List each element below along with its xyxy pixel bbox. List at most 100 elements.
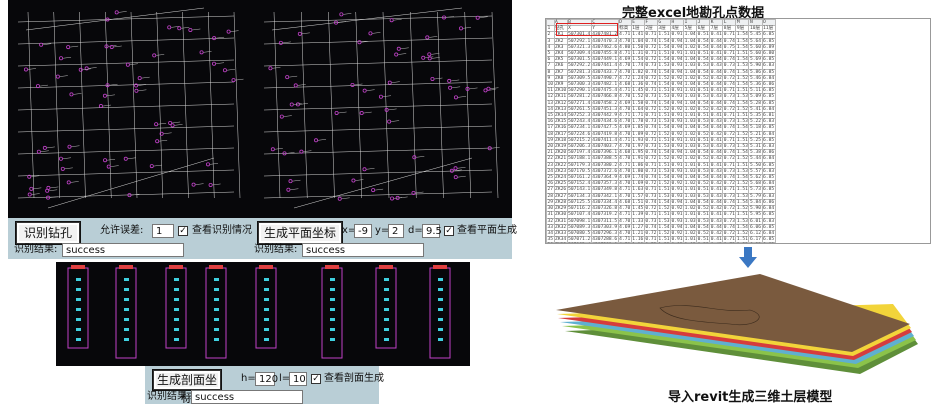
- table-cell[interactable]: 1.01: [683, 186, 698, 194]
- borehole-marker[interactable]: [270, 147, 275, 152]
- table-cell[interactable]: 5.60: [748, 43, 763, 52]
- borehole-marker[interactable]: [362, 88, 367, 93]
- table-cell[interactable]: 1.41: [630, 31, 645, 39]
- table-cell[interactable]: 507292.1: [566, 37, 592, 45]
- table-cell[interactable]: 1.03: [683, 143, 698, 151]
- table-cell[interactable]: 1.54: [735, 174, 750, 182]
- table-cell[interactable]: 0.74: [722, 99, 737, 107]
- table-cell[interactable]: 1.53: [735, 93, 750, 101]
- table-cell[interactable]: 0.74: [643, 124, 658, 132]
- table-cell[interactable]: 23: [546, 161, 555, 169]
- table-cell[interactable]: 1.80: [630, 167, 645, 176]
- table-cell[interactable]: 0.53: [696, 143, 711, 151]
- table-cell[interactable]: 1.04: [683, 81, 698, 89]
- table-cell[interactable]: 5.11: [748, 87, 763, 95]
- table-cell[interactable]: ZK15: [553, 118, 568, 126]
- table-cell[interactable]: 4307403.7: [590, 143, 619, 151]
- table-cell[interactable]: 5.95: [748, 211, 763, 219]
- column-header[interactable]: I: [683, 19, 698, 27]
- table-cell[interactable]: 0.53: [696, 167, 711, 176]
- table-cell[interactable]: 5.25: [748, 136, 763, 145]
- table-cell[interactable]: 0.93: [669, 143, 685, 151]
- borehole-marker[interactable]: [362, 167, 367, 172]
- table-cell[interactable]: 507252.3: [566, 112, 592, 120]
- result-field-section[interactable]: success: [191, 390, 303, 404]
- table-cell[interactable]: 4307319.2: [590, 211, 619, 219]
- table-cell[interactable]: 0.94: [669, 198, 685, 207]
- table-cell[interactable]: 0.41: [709, 186, 724, 194]
- table-cell[interactable]: 1.03: [683, 118, 698, 126]
- table-cell[interactable]: 6.85: [761, 136, 776, 145]
- table-cell[interactable]: 0.93: [669, 93, 685, 101]
- table-cell[interactable]: 1.51: [735, 112, 750, 120]
- table-cell[interactable]: 0.41: [709, 49, 724, 58]
- table-cell[interactable]: 0.41: [709, 136, 724, 145]
- table-cell[interactable]: 0.54: [696, 43, 711, 52]
- table-cell[interactable]: 4.70: [617, 130, 632, 138]
- table-cell[interactable]: 0.74: [722, 37, 737, 45]
- table-cell[interactable]: 4307458.2: [590, 99, 619, 107]
- table-cell[interactable]: 0.44: [709, 174, 724, 182]
- table-cell[interactable]: 5.57: [748, 167, 763, 176]
- table-cell[interactable]: 507161.2: [566, 174, 592, 182]
- table-cell[interactable]: 1.52: [656, 155, 671, 163]
- column-header[interactable]: F: [643, 19, 658, 27]
- table-cell[interactable]: 1.54: [735, 124, 750, 132]
- table-cell[interactable]: 0.93: [669, 118, 685, 126]
- borehole-marker[interactable]: [483, 88, 488, 93]
- borehole-marker[interactable]: [368, 31, 373, 36]
- table-cell[interactable]: 4.71: [617, 49, 632, 58]
- table-cell[interactable]: 1.02: [683, 74, 698, 83]
- table-cell[interactable]: 0.93: [669, 62, 685, 70]
- table-cell[interactable]: 6.83: [761, 242, 776, 243]
- table-cell[interactable]: 0.53: [696, 93, 711, 101]
- table-cell[interactable]: 1.54: [735, 43, 750, 52]
- table-cell[interactable]: 6.01: [748, 217, 763, 225]
- y-input[interactable]: 2: [388, 224, 404, 238]
- table-cell[interactable]: 5.35: [748, 112, 763, 120]
- table-cell[interactable]: 507062.4: [566, 242, 592, 243]
- borehole-marker[interactable]: [378, 94, 383, 99]
- table-cell[interactable]: 1.51: [656, 87, 671, 95]
- table-cell[interactable]: 0.42: [709, 105, 724, 114]
- table-cell[interactable]: 0.42: [709, 229, 724, 238]
- table-cell[interactable]: 507271.4: [566, 99, 592, 107]
- table-cell[interactable]: 1.04: [683, 223, 698, 231]
- table-cell[interactable]: 6.83: [761, 62, 776, 70]
- borehole-marker[interactable]: [206, 162, 211, 167]
- table-cell[interactable]: 1.51: [735, 87, 750, 95]
- table-cell[interactable]: 1.27: [630, 223, 645, 231]
- result-field-left[interactable]: success: [62, 243, 184, 257]
- table-cell[interactable]: 1.52: [735, 155, 750, 163]
- borehole-marker[interactable]: [425, 35, 430, 40]
- table-cell[interactable]: 1.51: [656, 136, 671, 145]
- table-cell[interactable]: 1.53: [656, 167, 671, 176]
- borehole-marker[interactable]: [58, 156, 63, 161]
- borehole-marker[interactable]: [105, 83, 110, 88]
- table-cell[interactable]: 0.73: [722, 93, 737, 101]
- borehole-marker[interactable]: [453, 95, 458, 100]
- table-cell[interactable]: 0.92: [669, 155, 685, 163]
- table-cell[interactable]: 4.72: [617, 74, 632, 83]
- table-cell[interactable]: 1.02: [683, 105, 698, 114]
- table-cell[interactable]: 1.51: [656, 211, 671, 219]
- table-cell[interactable]: 0.92: [669, 130, 685, 138]
- table-cell[interactable]: 1.54: [735, 68, 750, 76]
- table-cell[interactable]: 1.53: [735, 217, 750, 225]
- table-cell[interactable]: 0.51: [696, 49, 711, 58]
- borehole-marker[interactable]: [67, 144, 72, 149]
- table-cell[interactable]: ZK34: [553, 236, 568, 243]
- table-cell[interactable]: 0.54: [696, 56, 711, 64]
- table-cell[interactable]: 0.44: [709, 124, 724, 132]
- table-cell[interactable]: 28: [546, 192, 555, 200]
- borehole-marker[interactable]: [297, 31, 302, 36]
- table-cell[interactable]: ZK11: [553, 93, 568, 101]
- table-cell[interactable]: 5.44: [748, 155, 763, 163]
- table-cell[interactable]: 0.94: [669, 68, 685, 76]
- borehole-marker[interactable]: [390, 196, 395, 201]
- table-cell[interactable]: 1.04: [683, 37, 698, 45]
- table-cell[interactable]: 1.03: [683, 192, 698, 200]
- table-cell[interactable]: 0.71: [643, 136, 658, 145]
